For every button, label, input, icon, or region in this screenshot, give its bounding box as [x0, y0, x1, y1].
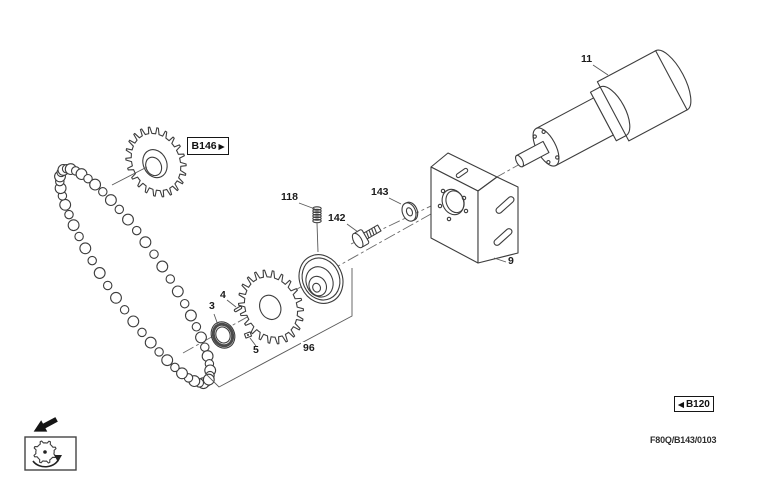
washer-part143: [401, 201, 419, 222]
bolt-part142: [351, 224, 382, 249]
mounting-bracket-part9: [430, 152, 519, 264]
left-triangle-icon: ◀: [678, 399, 684, 409]
callout-96: 96: [301, 342, 317, 355]
sprocket-b146: [115, 117, 197, 206]
direction-arrow-icon: [33, 417, 58, 432]
hub-pulley: [291, 247, 351, 310]
leader-lines: [111, 64, 609, 347]
callout-143: 143: [371, 186, 389, 198]
callout-118: 118: [281, 191, 298, 203]
callout-3: 3: [209, 300, 215, 312]
callout-142: 142: [328, 212, 346, 224]
callout-5: 5: [253, 344, 259, 356]
callout-4: 4: [220, 289, 226, 301]
gear-motor-part11: [514, 49, 692, 168]
callout-9: 9: [508, 255, 514, 267]
callout-11: 11: [581, 53, 593, 65]
drawing-code: F80Q/B143/0103: [650, 435, 717, 445]
sprocket-part96: [227, 259, 315, 354]
key-pin-part4: [233, 305, 243, 313]
nav-ref-b146[interactable]: B146 ▶: [187, 137, 229, 155]
nav-ref-b120[interactable]: ◀ B120: [674, 396, 714, 412]
spring-part118: [312, 206, 322, 224]
motor-shaft: [514, 140, 550, 168]
sprocket-rotation-icon: [24, 436, 77, 471]
roller-chain: [54, 163, 217, 390]
nav-ref-b146-label: B146: [191, 140, 217, 152]
nut-part5: [243, 331, 253, 339]
right-triangle-icon: ▶: [218, 141, 225, 151]
seal-ring-part3: [207, 318, 239, 352]
subassembly-96-bracket-line: [204, 268, 353, 388]
nav-ref-b120-label: B120: [685, 398, 710, 410]
